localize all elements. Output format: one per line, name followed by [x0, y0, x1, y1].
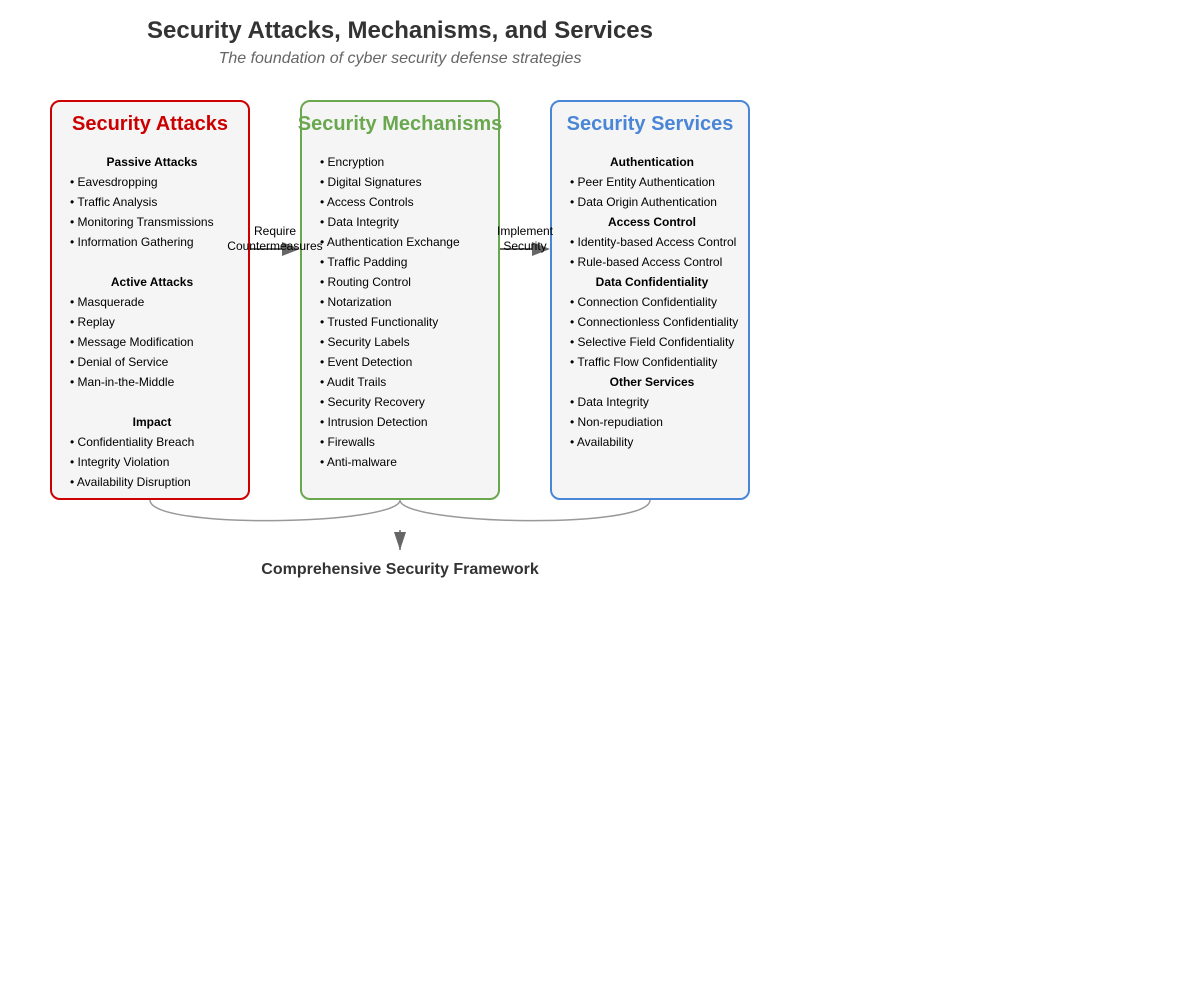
list-item: • Routing Control: [320, 275, 411, 289]
list-item: • Authentication Exchange: [320, 235, 460, 249]
list-item: • Event Detection: [320, 355, 413, 369]
list-item: • Notarization: [320, 295, 392, 309]
arrow-label-line1: Implement: [496, 224, 554, 238]
list-item: • Masquerade: [70, 295, 145, 309]
list-item: • Data Origin Authentication: [570, 195, 717, 209]
list-item: • Integrity Violation: [70, 455, 170, 469]
group-heading: Access Control: [607, 215, 697, 229]
group-heading: Impact: [132, 415, 172, 429]
arrow-label-line1: Require: [253, 224, 297, 238]
arrowhead-mechanisms-to-services: [532, 242, 550, 256]
list-item: • Availability Disruption: [70, 475, 191, 489]
bottom-connector-curve: [149, 499, 651, 522]
arrow-label-line2: Security: [503, 239, 547, 253]
list-item: • Peer Entity Authentication: [570, 175, 715, 189]
security-services-title: Security Services: [566, 113, 734, 135]
list-item: • Connection Confidentiality: [570, 295, 717, 309]
list-item: • Security Labels: [320, 335, 410, 349]
list-item: • Selective Field Confidentiality: [570, 335, 735, 349]
list-item: • Audit Trails: [320, 375, 387, 389]
list-item: • Security Recovery: [320, 395, 425, 409]
list-item: • Trusted Functionality: [320, 315, 439, 329]
list-item: • Information Gathering: [70, 235, 194, 249]
list-item: • Digital Signatures: [320, 175, 422, 189]
security-attacks-box: Security Attacks Passive Attacks • Eavesd…: [50, 100, 250, 500]
list-item: • Identity-based Access Control: [570, 235, 737, 249]
list-item: • Message Modification: [70, 335, 194, 349]
list-item: • Man-in-the-Middle: [70, 375, 175, 389]
list-item: • Traffic Flow Confidentiality: [570, 355, 718, 369]
list-item: • Data Integrity: [570, 395, 649, 409]
group-heading: Authentication: [610, 155, 694, 169]
list-item: • Traffic Analysis: [70, 195, 158, 209]
diagram-title: Security Attacks, Mechanisms, and Servic…: [146, 17, 653, 44]
list-item: • Traffic Padding: [320, 255, 408, 269]
group-heading: Other Services: [609, 375, 695, 389]
security-mechanisms-title: Security Mechanisms: [297, 113, 503, 135]
list-item: • Encryption: [320, 155, 385, 169]
diagram-subtitle: The foundation of cyber security defense…: [218, 50, 582, 67]
framework-label: Comprehensive Security Framework: [261, 561, 539, 578]
list-item: • Monitoring Transmissions: [70, 215, 214, 229]
list-item: • Data Integrity: [320, 215, 399, 229]
list-item: • Non-repudiation: [570, 415, 663, 429]
security-mechanisms-box: Security Mechanisms • Encryption • Digita…: [297, 100, 503, 500]
arrowhead-attacks-to-mechanisms: [282, 242, 300, 256]
list-item: • Replay: [70, 315, 115, 329]
group-heading: Passive Attacks: [106, 155, 198, 169]
list-item: • Denial of Service: [70, 355, 169, 369]
list-item: • Firewalls: [320, 435, 375, 449]
arrow-label-require-countermeasures: Require Countermeasures: [225, 224, 325, 254]
list-item: • Confidentiality Breach: [70, 435, 195, 449]
arrow-label-implement-security: Implement Security: [485, 224, 565, 254]
bottom-arrowhead: [394, 532, 406, 550]
security-services-box: Security Services Authentication • Peer E…: [550, 100, 750, 500]
arrow-label-line2: Countermeasures: [227, 239, 323, 253]
list-item: • Connectionless Confidentiality: [570, 315, 739, 329]
group-heading: Active Attacks: [110, 275, 194, 289]
list-item: • Eavesdropping: [70, 175, 158, 189]
list-item: • Anti-malware: [320, 455, 397, 469]
list-item: • Availability: [570, 435, 634, 449]
group-heading: Data Confidentiality: [595, 275, 709, 289]
list-item: • Access Controls: [320, 195, 414, 209]
security-attacks-title: Security Attacks: [72, 113, 228, 135]
list-item: • Rule-based Access Control: [570, 255, 723, 269]
list-item: • Intrusion Detection: [320, 415, 428, 429]
